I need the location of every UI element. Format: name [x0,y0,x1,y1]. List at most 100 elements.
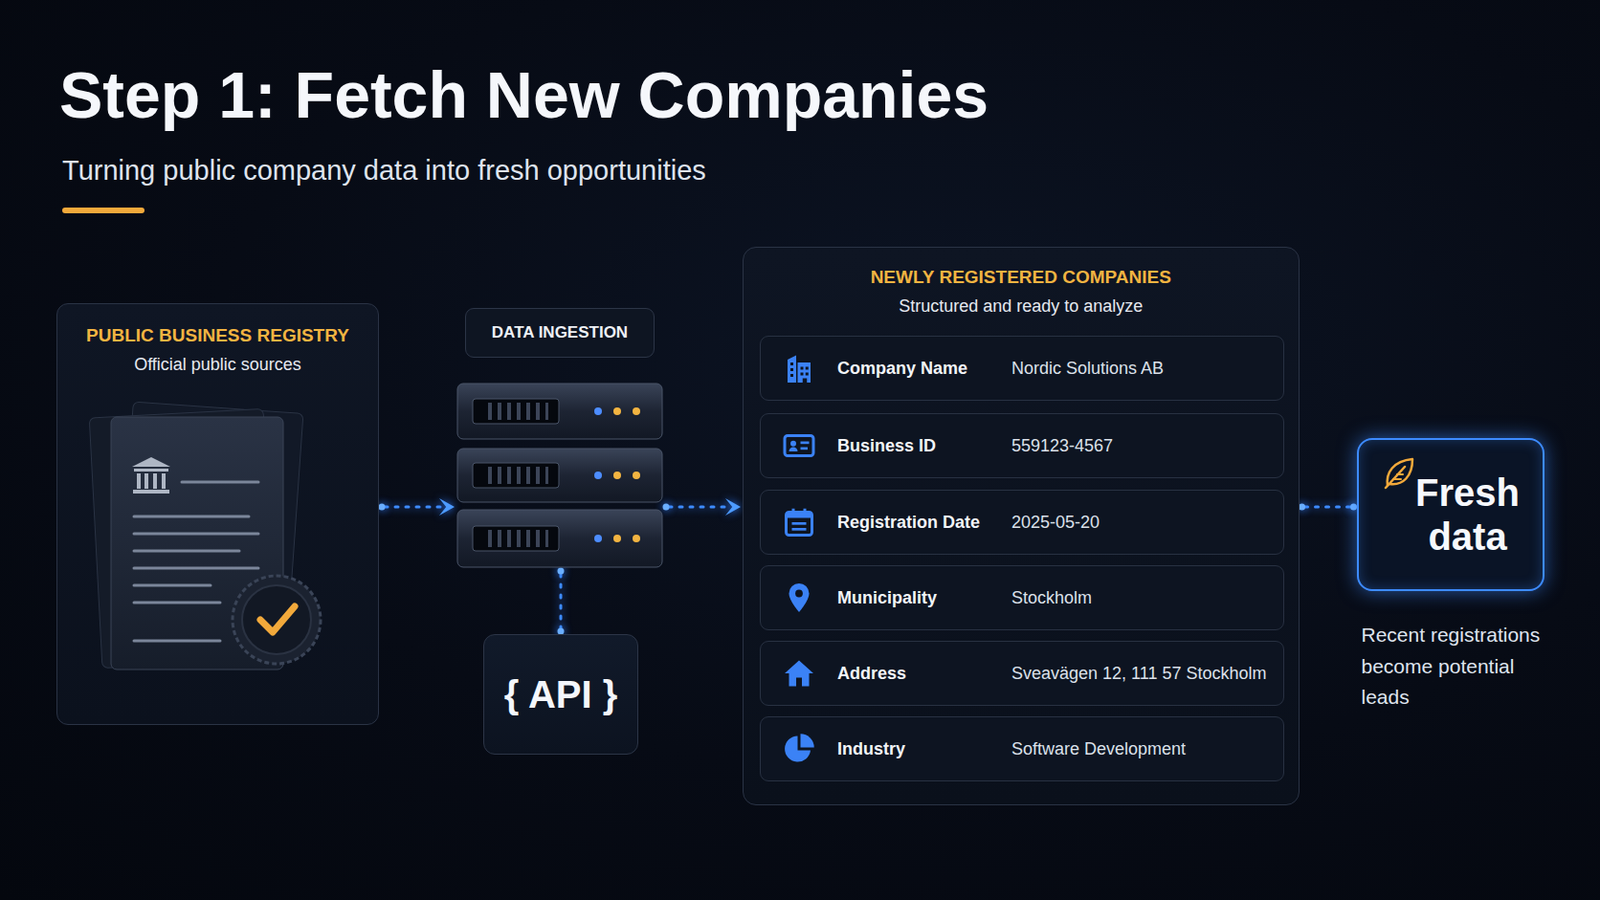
field-value: Software Development [1011,739,1186,760]
node-title: Fresh data [1411,470,1525,559]
svg-line [133,567,259,571]
connector-dot [1298,504,1306,512]
svg-circle [613,471,622,480]
field-value: Nordic Solutions AB [1011,358,1164,379]
server-stack [456,382,664,569]
svg-circle [594,471,602,480]
svg-rect [457,448,663,503]
node-title: DATA INGESTION [465,308,655,358]
svg-polygon [132,457,171,467]
svg-rect [805,373,809,377]
node-title: { API } [504,673,619,717]
svg-rect [784,436,814,457]
svg-rect [133,489,170,494]
svg-rect [153,473,157,489]
calendar-icon [781,505,817,540]
svg-line [133,601,221,605]
id-card-icon [781,428,817,464]
connector [668,506,730,510]
svg-rect [802,378,808,384]
svg-circle [632,471,641,480]
svg-path [1393,474,1403,480]
svg-path [789,583,810,613]
svg-rect [800,373,804,377]
svg-path [784,661,814,688]
arrow-head [725,498,741,516]
source-panel: PUBLIC BUSINESS REGISTRYOfficial public … [56,303,379,726]
svg-rect [161,473,166,489]
svg-rect [136,473,141,489]
api-box: { API } [483,634,639,756]
result-panel: NEWLY REGISTERED COMPANIESStructured and… [742,246,1300,806]
pie-chart-icon [781,732,817,767]
svg-rect [786,512,813,536]
svg-rect [472,463,559,489]
field-label: Municipality [837,588,1012,609]
svg-line [133,584,211,588]
svg-rect [805,367,809,371]
field-row: IndustrySoftware Development [759,716,1285,782]
accent-bar [62,207,145,214]
svg-rect [457,510,663,568]
svg-line [133,550,240,554]
svg-line [133,515,249,519]
field-value: 559123-4567 [1011,436,1113,457]
svg-circle [632,534,641,543]
svg-rect [792,509,796,515]
svg-g [457,510,663,568]
svg-rect [800,442,810,445]
svg-circle [795,590,803,599]
field-row: AddressSveavägen 12, 111 57 Stockholm [759,641,1285,707]
svg-g [457,383,663,440]
note-text: Recent registrations become potential le… [1361,620,1568,714]
svg-rect [485,466,549,485]
svg-rect [144,473,149,489]
svg-rect [485,530,549,548]
svg-rect [792,528,807,532]
svg-g [132,457,171,494]
connector-dot [1350,504,1357,512]
svg-line [133,533,259,536]
output-box: Fresh data [1356,438,1545,592]
leaf-icon [1379,453,1419,492]
caption: Turning public company data into fresh o… [62,155,707,187]
connector-dot [663,504,670,512]
svg-rect [472,399,559,424]
connector [1305,506,1352,510]
ingestion-group: DATA INGESTION [456,308,664,569]
svg-path [800,733,815,748]
field-label: Address [837,664,1012,685]
svg-circle [790,441,797,447]
svg-rect [790,368,794,372]
svg-rect [472,526,559,552]
svg-circle [613,534,622,543]
field-label: Registration Date [837,512,1012,534]
svg-line [133,640,221,644]
connector-dot [378,504,386,512]
connector [559,574,563,629]
svg-path [1385,466,1405,489]
field-label: Company Name [837,358,1012,379]
svg-rect [800,367,804,371]
field-value: 2025-05-20 [1011,512,1100,534]
svg-rect [133,468,169,472]
svg-rect [803,509,807,515]
svg-g [790,362,809,383]
svg-circle [632,407,641,416]
svg-circle [242,585,312,655]
node-subtitle: Structured and ready to analyze [898,296,1143,317]
svg-rect [457,383,663,440]
field-label: Business ID [837,436,1012,457]
svg-rect [792,522,807,526]
svg-circle [232,576,321,665]
field-value: Stockholm [1011,588,1092,609]
svg-path [787,355,811,384]
building-icon [781,351,817,386]
svg-rect [800,447,809,451]
svg-rect [485,402,549,421]
svg-polyline [260,606,295,633]
connector [384,506,444,510]
arrow-head [439,498,455,516]
map-pin-icon [781,580,817,616]
